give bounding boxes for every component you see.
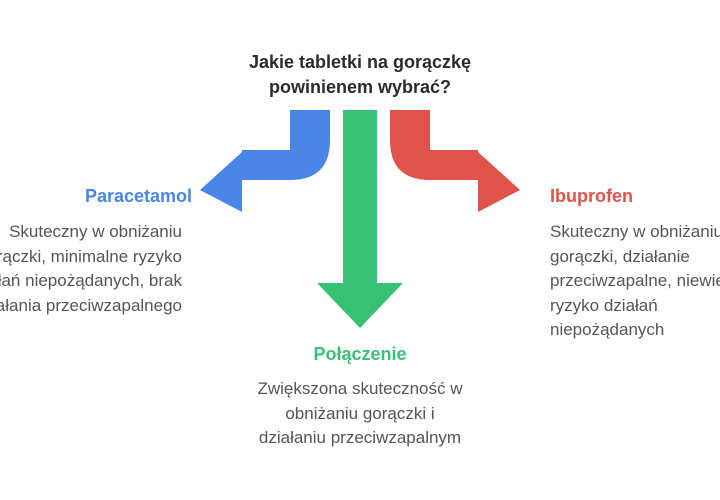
question-heading: Jakie tabletki na gorączkę powinienem wy… <box>210 50 510 100</box>
description-line: gorączki, działanie <box>550 246 690 266</box>
description-line: Zwiększona skuteczność w <box>257 379 463 398</box>
description-line: ryzyko działań <box>550 295 658 315</box>
description-line: niepożądanych <box>550 320 665 339</box>
description-line: Skuteczny w obniżaniu <box>550 222 720 241</box>
description-line: działania przeciwzapalnego <box>0 295 182 315</box>
description-line: gorączki, minimalne ryzyko <box>0 246 182 266</box>
description-line: Skuteczny w obniżaniu <box>9 222 182 241</box>
right-arrow <box>390 110 520 212</box>
combination-description: Zwiększona skuteczność w obniżaniu gorąc… <box>200 377 520 451</box>
description-line: działaniu przeciwzapalnym <box>258 428 462 447</box>
description-line: działań niepożądanych, brak <box>0 271 182 290</box>
paracetamol-title: Paracetamol <box>84 186 192 206</box>
description-line: obniżaniu gorączki i <box>285 403 435 423</box>
question-line: Jakie tabletki na gorączkę <box>248 52 472 72</box>
combination-title: Połączenie <box>313 344 407 364</box>
center-arrow <box>317 110 403 328</box>
description-line: przeciwzapalne, niewielkie <box>550 271 720 290</box>
ibuprofen-title: Ibuprofen <box>550 186 633 206</box>
ibuprofen-description: Skuteczny w obniżaniu gorączki, działani… <box>550 220 720 343</box>
paracetamol-description: Skuteczny w obniżaniu gorączki, minimaln… <box>0 220 182 318</box>
left-arrow <box>200 110 330 212</box>
question-line: powinienem wybrać? <box>268 77 452 97</box>
